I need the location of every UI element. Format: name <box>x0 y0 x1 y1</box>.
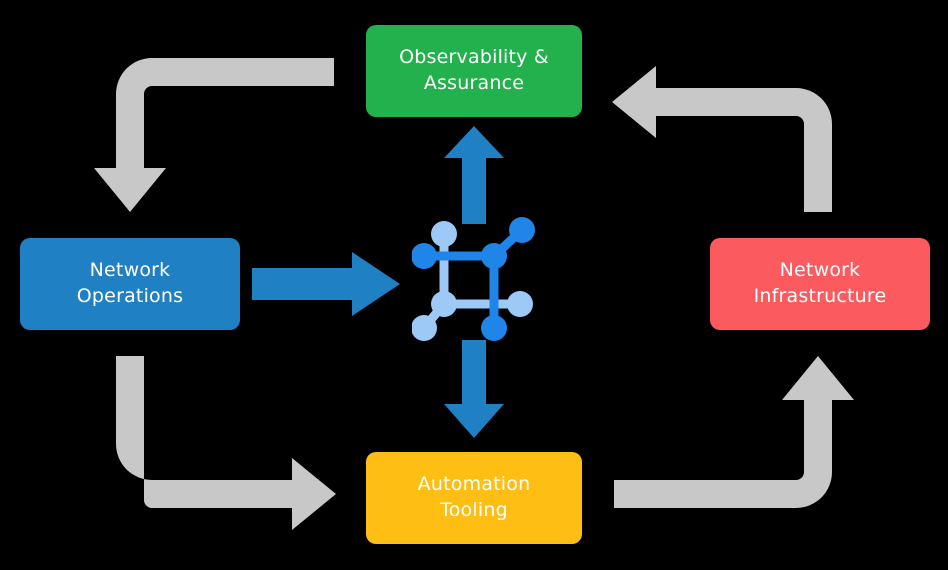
center-up-arrow <box>444 126 504 224</box>
observability-to-operations-arrow <box>94 58 334 212</box>
node-label-infrastructure: Network Infrastructure <box>753 259 887 307</box>
automation-to-infrastructure-arrow <box>614 356 854 508</box>
operations-to-center-arrow <box>252 252 400 316</box>
node-label-operations: Network Operations <box>76 259 184 307</box>
topology-front-nodes <box>412 217 535 341</box>
network-topology-icon <box>412 217 535 341</box>
topology-back-nodes <box>412 221 533 341</box>
node-label-observability: Observability & Assurance <box>399 46 549 94</box>
node-box-operations[interactable]: Network Operations <box>20 238 240 330</box>
node-box-observability[interactable]: Observability & Assurance <box>366 25 582 117</box>
node-box-automation[interactable]: Automation Tooling <box>366 452 582 544</box>
infrastructure-to-observability-arrow <box>612 66 832 212</box>
operations-to-automation-arrow <box>116 356 336 530</box>
center-down-arrow <box>444 340 504 438</box>
node-label-automation: Automation Tooling <box>417 473 531 521</box>
node-box-infrastructure[interactable]: Network Infrastructure <box>710 238 930 330</box>
